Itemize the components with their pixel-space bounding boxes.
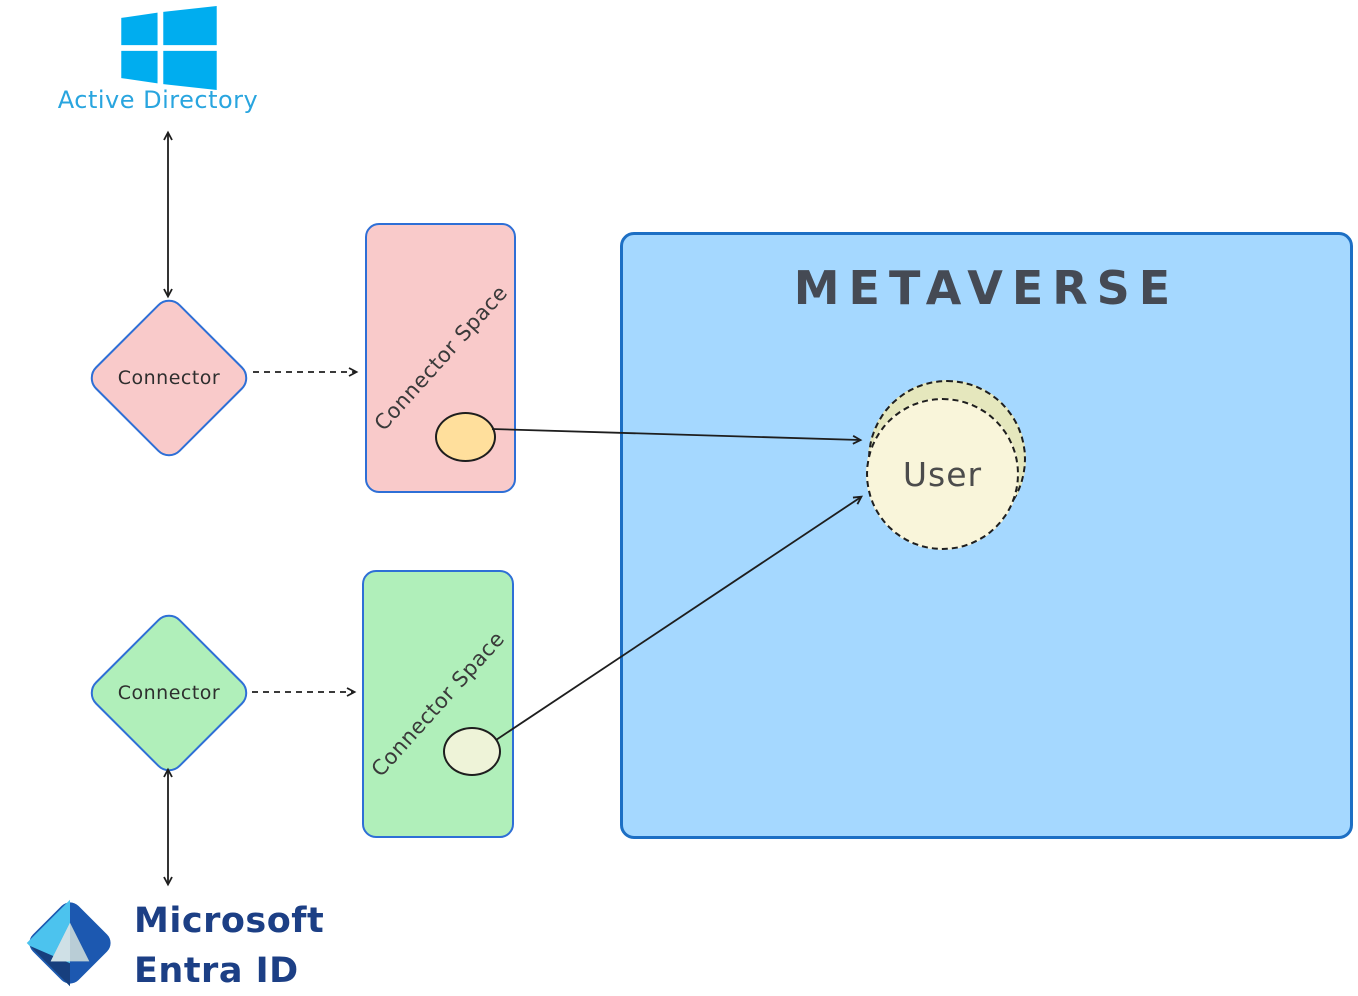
connector-space-box-top: Connector Space xyxy=(365,223,516,493)
windows-logo-icon xyxy=(121,6,217,90)
staged-object-ellipse-bottom xyxy=(443,727,501,776)
user-object-circle: User xyxy=(866,398,1019,550)
metaverse-title: METAVERSE xyxy=(793,261,1180,315)
connector-bottom-label: Connector xyxy=(117,682,221,704)
entra-id-label: Microsoft Entra ID xyxy=(134,897,324,996)
connector-top-label: Connector xyxy=(117,367,221,389)
entra-id-logo-icon xyxy=(26,899,111,987)
entra-id-label-line2: Entra ID xyxy=(134,950,299,991)
connector-space-top-label: Connector Space xyxy=(369,280,512,436)
metaverse-box: METAVERSE User xyxy=(620,232,1353,839)
staged-object-ellipse-top xyxy=(435,412,496,462)
user-label: User xyxy=(902,454,983,494)
connector-diamond-bottom: Connector xyxy=(84,608,254,778)
entra-id-label-line1: Microsoft xyxy=(134,901,325,941)
connector-space-box-bottom: Connector Space xyxy=(362,570,514,838)
active-directory-label: Active Directory xyxy=(57,86,259,114)
connector-diamond-top: Connector xyxy=(84,293,254,463)
